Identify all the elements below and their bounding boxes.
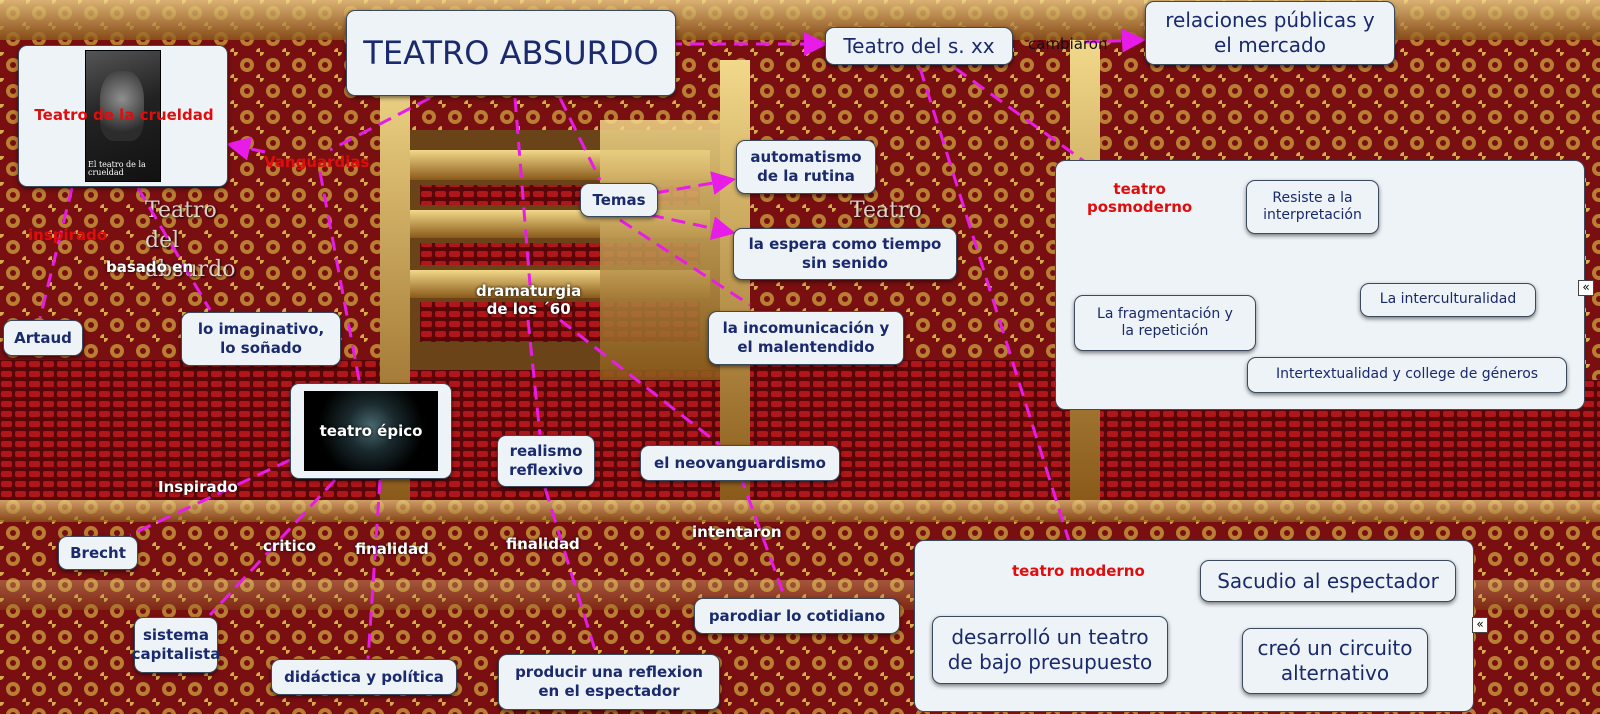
dramaturgia-label: dramaturgia de los ´60 — [476, 282, 582, 318]
capitalista-node[interactable]: sistema capitalista — [132, 617, 220, 673]
vanguardias-label: Vanguardias — [264, 153, 370, 171]
intertextualidad-node[interactable]: Intertextualidad y college de géneros — [1247, 357, 1567, 393]
link-epico-didactica — [366, 479, 382, 661]
neovanguardismo-node[interactable]: el neovanguardismo — [640, 445, 840, 481]
intentaron-label: intentaron — [692, 523, 782, 541]
crueldad-book-figure — [100, 71, 144, 141]
teatro-epico-label: teatro épico — [319, 421, 423, 440]
critico-label: critico — [263, 537, 316, 555]
cambiaron-label: cambiaron — [1028, 35, 1108, 53]
bajo-presupuesto-node[interactable]: desarrolló un teatro de bajo presupuesto — [932, 616, 1168, 684]
parodiar-node[interactable]: parodiar lo cotidiano — [694, 598, 900, 634]
espera-node[interactable]: la espera como tiempo sin senido — [733, 228, 957, 280]
crueldad-book-title: El teatro de la crueldad — [88, 160, 146, 177]
link-temas-incomunicacion — [619, 218, 751, 307]
sacudio-node[interactable]: Sacudio al espectador — [1200, 560, 1456, 602]
automatismo-node[interactable]: automatismo de la rutina — [736, 140, 876, 194]
fragmentacion-node[interactable]: La fragmentación y la repetición — [1074, 295, 1256, 351]
link-dramaturgia-realismo — [526, 319, 542, 436]
didactica-node[interactable]: didáctica y política — [271, 659, 457, 695]
link-title-temas — [558, 97, 602, 181]
inspirado-label-1: inspirado — [28, 226, 108, 244]
teatro-epico-node[interactable]: teatro épico — [290, 383, 452, 479]
interculturalidad-node[interactable]: La interculturalidad — [1360, 283, 1536, 317]
realismo-node[interactable]: realismo reflexivo — [497, 435, 595, 487]
circuito-node[interactable]: creó un circuito alternativo — [1242, 628, 1428, 694]
artaud-node[interactable]: Artaud — [3, 320, 83, 356]
finalidad-label-2: finalidad — [506, 535, 580, 553]
link-epico-capitalista — [208, 478, 337, 617]
link-crueldad-imaginativo — [136, 187, 212, 311]
link-teatro-s-xx-moderno — [918, 67, 1077, 561]
link-title-vanguardias — [329, 96, 431, 152]
basado-en-label: basado en — [106, 258, 194, 276]
incomunicacion-node[interactable]: la incomunicación y el malentendido — [708, 311, 904, 365]
imaginativo-node[interactable]: lo imaginativo, lo soñado — [181, 312, 341, 366]
link-title-dramaturgia — [513, 97, 532, 286]
background-title-left: Teatro del absurdo — [145, 198, 236, 283]
collapse-posmoderno-icon[interactable]: « — [1578, 280, 1594, 296]
crueldad-label: Teatro de la crueldad — [34, 106, 214, 124]
temas-node[interactable]: Temas — [580, 183, 658, 217]
brecht-node[interactable]: Brecht — [58, 536, 138, 570]
epico-image: teatro épico — [304, 391, 438, 471]
inspirado-label-2: Inspirado — [158, 478, 238, 496]
moderno-label: teatro moderno — [1012, 562, 1145, 580]
collapse-moderno-icon[interactable]: « — [1472, 617, 1488, 633]
link-dramaturgia-neovanguardismo — [559, 318, 721, 447]
link-crueldad-artaud — [38, 187, 74, 319]
link-temas-espera — [649, 213, 736, 240]
title-node[interactable]: TEATRO ABSURDO — [346, 10, 676, 96]
link-temas-automatismo — [654, 171, 736, 195]
crueldad-node[interactable]: El teatro de la crueldad Teatro de la cr… — [18, 45, 228, 187]
relaciones-node[interactable]: relaciones públicas y el mercado — [1145, 1, 1395, 65]
crueldad-book-cover: El teatro de la crueldad — [85, 50, 161, 182]
link-realismo-reflexion — [543, 487, 597, 651]
finalidad-label-1: finalidad — [355, 540, 429, 558]
posmoderno-label: teatro posmoderno — [1087, 180, 1193, 216]
link-teatro-s-xx-relaciones — [1084, 28, 1146, 53]
link-epico-brecht — [129, 458, 291, 537]
link-vanguardias-epico — [318, 171, 362, 386]
link-vanguardias-crueldad — [226, 136, 266, 161]
reflexion-node[interactable]: producir una reflexion en el espectador — [498, 654, 720, 710]
teatro-s-xx-node[interactable]: Teatro del s. xx — [825, 27, 1013, 65]
resiste-node[interactable]: Resiste a la interpretación — [1246, 180, 1379, 234]
